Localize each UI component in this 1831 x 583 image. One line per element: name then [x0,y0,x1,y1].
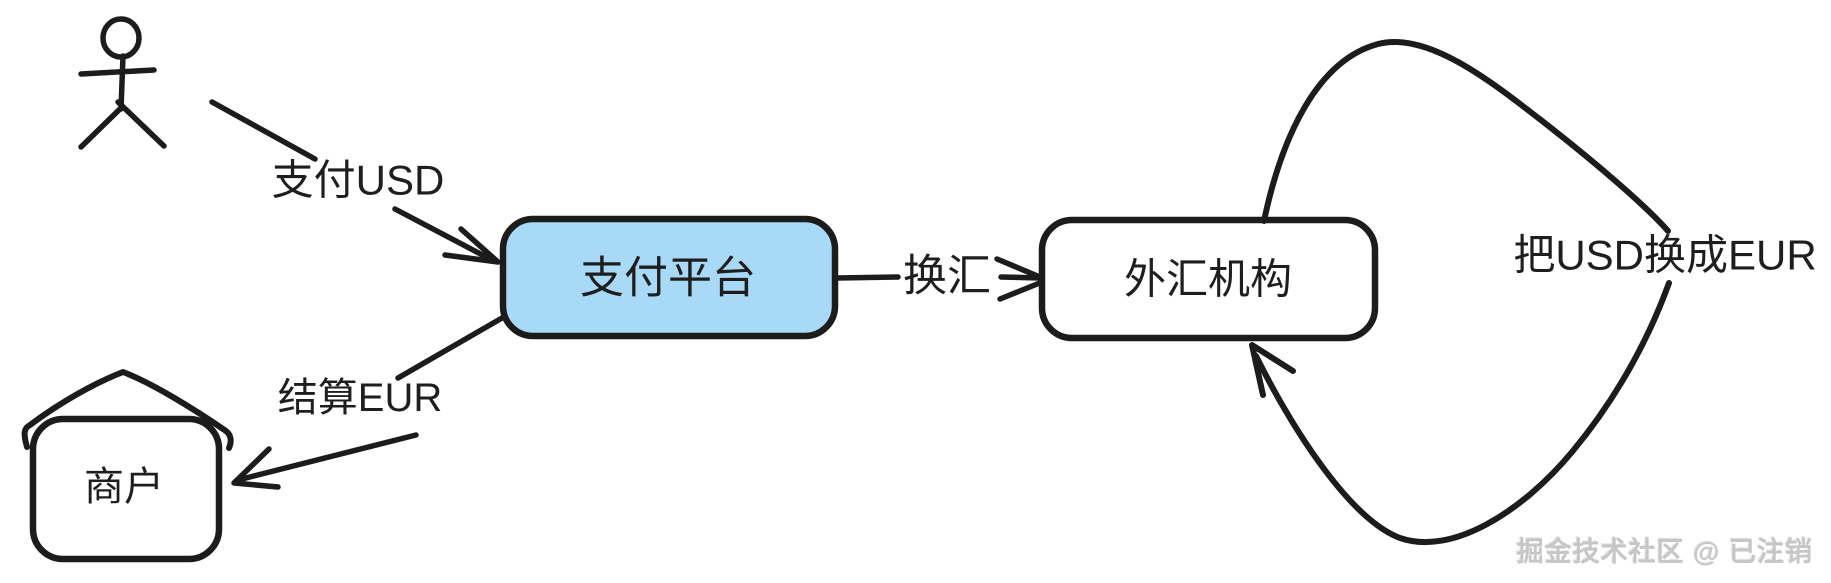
exchange-loop-arrow [1249,39,1672,546]
exchange-label: 换汇 [903,252,991,301]
fx-agency-box [1038,216,1379,342]
settle-eur-arrow-segment-1 [395,315,505,381]
fx-agency-label: 外汇机构 [1124,256,1292,303]
merchant-label: 商户 [84,465,164,509]
exchange-loop-arrowhead [1249,342,1296,398]
house-body [29,415,223,563]
person-arms [78,67,157,77]
exchange-loop-bottom-curve [1253,280,1672,546]
settle-eur-label: 结算EUR [278,376,442,420]
pay-usd-arrow [209,99,501,265]
pay-usd-arrow-segment-1 [209,99,318,162]
person-stick-figure-icon [78,16,167,150]
merchant-node: 商户 [21,369,234,563]
fx-agency-node: 外汇机构 [1038,216,1379,342]
payment-platform-label: 支付平台 [580,254,756,303]
person-head [100,16,142,60]
person-left-leg [78,104,125,150]
person-right-leg [115,99,167,149]
settle-eur-arrowhead [231,446,281,490]
watermark: 掘金技术社区 @ 已注销 [1516,537,1813,567]
settle-eur-arrow [231,315,505,490]
pay-usd-arrow-segment-2 [392,206,495,263]
exchange-loop-top-curve [1261,39,1671,234]
exchange-loop-label: 把USD换成EUR [1513,232,1816,279]
exchange-arrow-segment-1 [834,274,901,281]
exchange-arrow-segment-2 [998,274,1044,281]
settle-eur-arrow-segment-2 [239,432,419,482]
person-torso [118,53,126,112]
payment-platform-node: 支付平台 [499,215,839,340]
house-roof-icon [21,369,234,451]
pay-usd-label: 支付USD [272,157,445,204]
pay-usd-arrowhead [442,226,501,265]
